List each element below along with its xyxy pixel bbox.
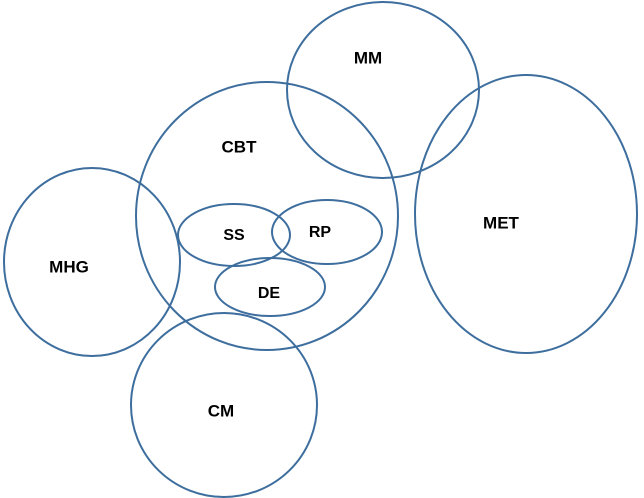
set-outlines-group xyxy=(4,2,637,497)
set-circle-mhg[interactable] xyxy=(4,168,180,356)
set-label-rp: RP xyxy=(309,224,332,241)
set-label-cbt: CBT xyxy=(222,137,258,156)
set-label-de: DE xyxy=(258,285,281,302)
set-label-met: MET xyxy=(483,213,520,232)
set-labels-group: MM MET CBT MHG CM SS RP DE xyxy=(49,48,519,420)
set-label-ss: SS xyxy=(223,227,245,244)
set-circle-de[interactable] xyxy=(215,258,325,316)
set-label-cm: CM xyxy=(208,401,234,420)
set-label-mhg: MHG xyxy=(49,257,89,276)
set-circle-cbt[interactable] xyxy=(136,82,398,350)
set-circle-mm[interactable] xyxy=(287,2,479,178)
set-circle-rp[interactable] xyxy=(272,200,382,264)
set-circle-cm[interactable] xyxy=(131,313,317,497)
set-circle-met[interactable] xyxy=(415,75,637,353)
set-label-mm: MM xyxy=(354,48,382,67)
